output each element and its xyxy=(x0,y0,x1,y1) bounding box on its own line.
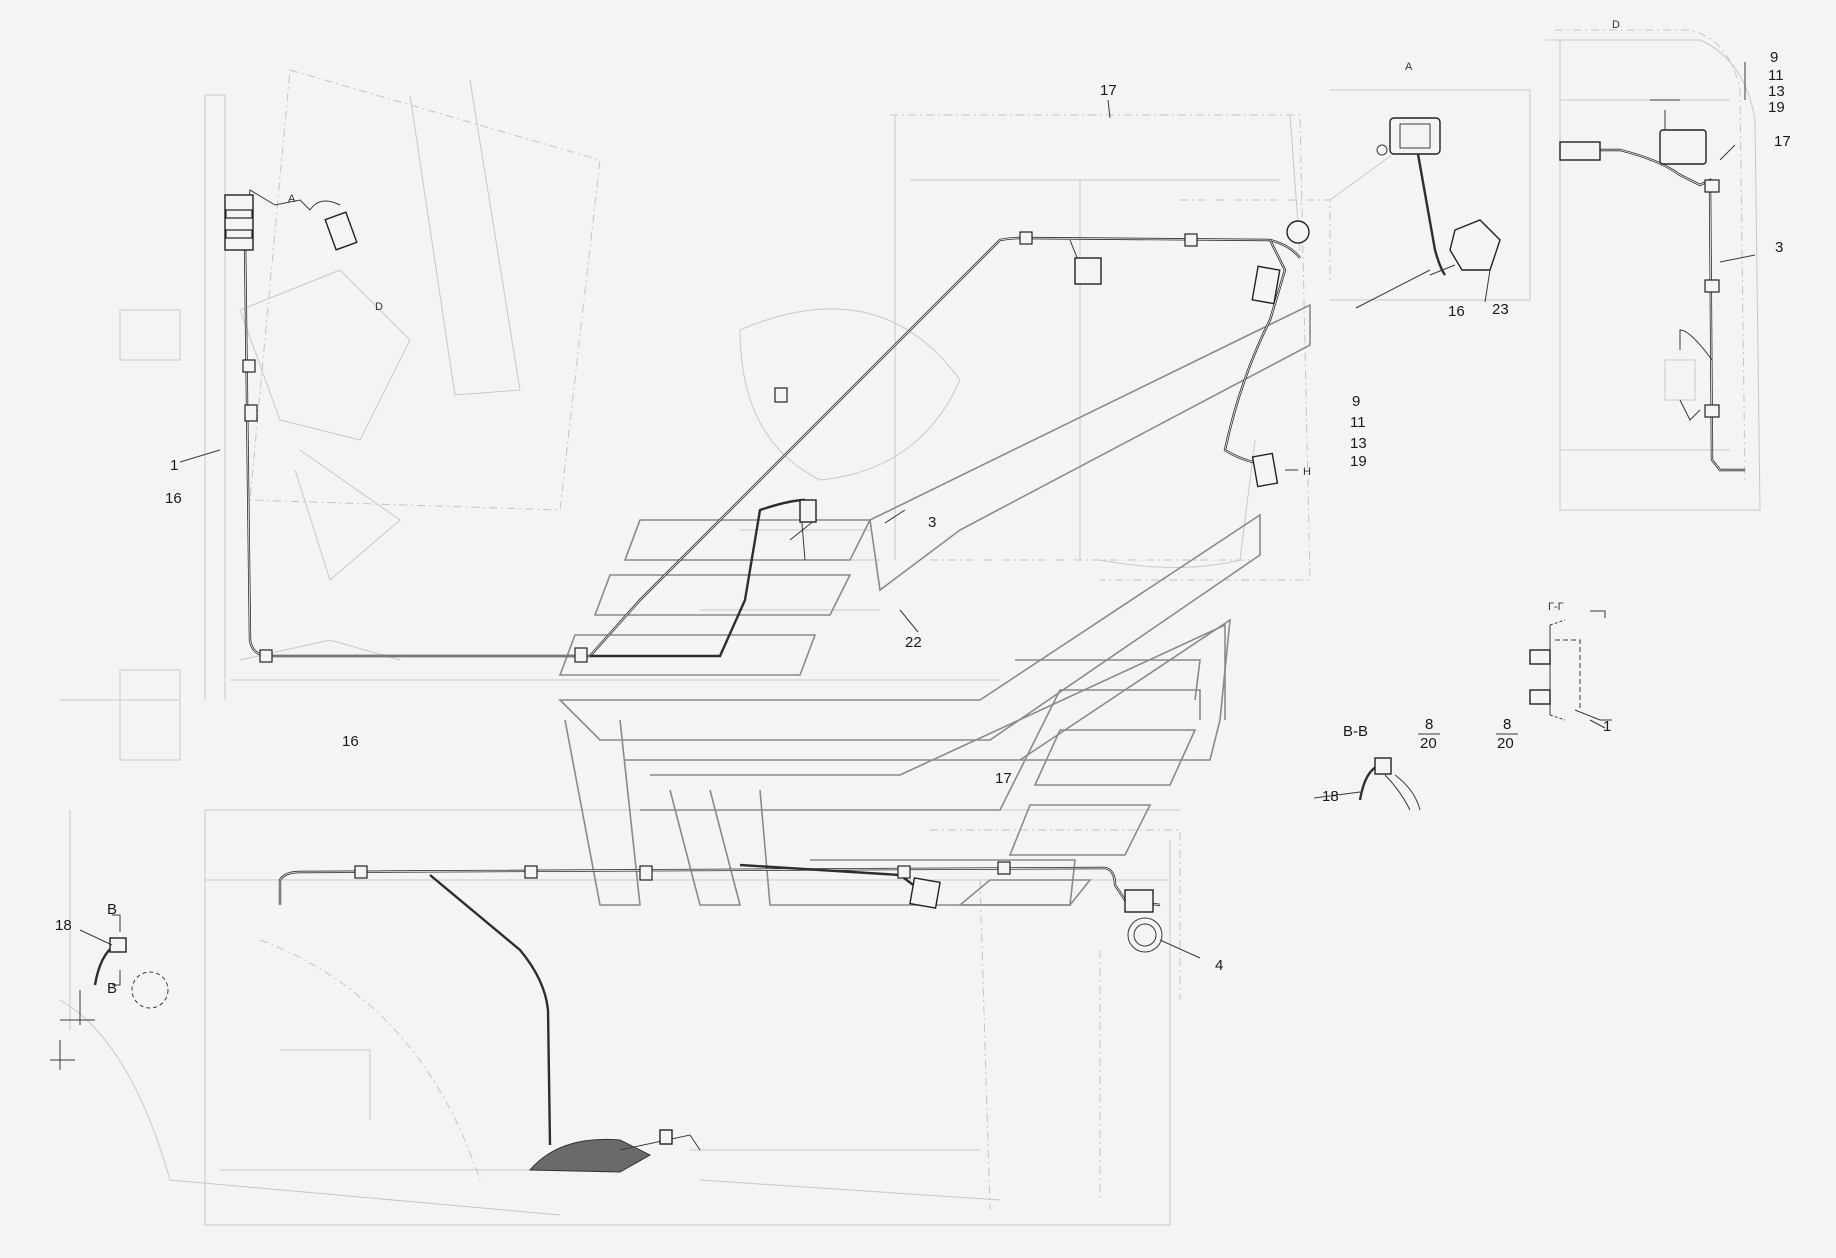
callout-11-right: 11 xyxy=(1350,414,1366,431)
view-A-label-23: 23 xyxy=(1492,301,1509,318)
callout-13-right: 13 xyxy=(1350,435,1367,452)
watermark-logo xyxy=(558,303,1311,906)
section-GG-label-20: 20 xyxy=(1497,735,1514,752)
callout-main-D: D xyxy=(375,301,383,313)
grommet xyxy=(1449,219,1501,271)
section-BB-label-20: 20 xyxy=(1420,735,1437,752)
view-D-label-13: 13 xyxy=(1768,83,1785,100)
upper-harness xyxy=(224,189,1310,663)
connector xyxy=(1251,452,1279,488)
view-D-label-9: 9 xyxy=(1770,49,1778,66)
bracket xyxy=(224,194,254,251)
connector-a xyxy=(1389,117,1441,155)
round-socket xyxy=(1127,917,1163,953)
leader-lines xyxy=(79,62,1756,959)
section-BB-labels: B-B 8 20 18 xyxy=(1322,716,1437,805)
view-D-label-3: 3 xyxy=(1775,239,1783,256)
connector xyxy=(1559,141,1601,161)
callout-16-left: 16 xyxy=(165,490,182,507)
callout-labels: A D 1 16 16 17 3 9 11 13 19 H 22 17 4 18… xyxy=(55,82,1367,997)
connector xyxy=(1659,129,1707,165)
section-BB-label-18: 18 xyxy=(1322,788,1339,805)
lower-harness xyxy=(50,861,1163,1173)
connector xyxy=(324,211,358,251)
callout-9-right: 9 xyxy=(1352,393,1360,410)
callout-19-right: 19 xyxy=(1350,453,1367,470)
connector xyxy=(1124,889,1154,913)
callout-16-bottom: 16 xyxy=(342,733,359,750)
callout-main-A: A xyxy=(288,193,296,205)
view-A-detail xyxy=(1329,89,1531,301)
view-D-label-17: 17 xyxy=(1774,133,1791,150)
callout-B-top: B xyxy=(107,901,117,918)
connector xyxy=(909,877,941,909)
section-GG-labels: Г-Г 8 20 1 xyxy=(1497,601,1611,752)
callout-22: 22 xyxy=(905,634,922,651)
view-D-detail xyxy=(1545,29,1761,511)
view-D-labels: D 9 11 13 19 17 3 xyxy=(1612,19,1791,256)
callout-18-lower: 18 xyxy=(55,917,72,934)
section-GG xyxy=(1529,619,1612,721)
section-BB-label-8: 8 xyxy=(1425,716,1433,733)
section-BB-title: B-B xyxy=(1343,723,1368,740)
callout-4: 4 xyxy=(1215,957,1223,974)
view-D-label-11: 11 xyxy=(1768,67,1784,84)
callout-1: 1 xyxy=(170,457,178,474)
section-GG-label-1: 1 xyxy=(1603,718,1611,735)
callout-3-center: 3 xyxy=(928,514,936,531)
view-D-label-19: 19 xyxy=(1768,99,1785,116)
connector xyxy=(1074,257,1102,285)
view-D-title: D xyxy=(1612,19,1620,31)
section-BB xyxy=(1358,757,1421,811)
section-GG-label-8: 8 xyxy=(1503,716,1511,733)
view-A-labels: A 16 23 xyxy=(1405,61,1509,320)
round-connector xyxy=(1286,220,1310,244)
callout-17-lower: 17 xyxy=(995,770,1012,787)
callout-H: H xyxy=(1303,466,1311,478)
view-A-label-16: 16 xyxy=(1448,303,1465,320)
section-GG-title: Г-Г xyxy=(1548,601,1564,613)
connector xyxy=(1251,265,1281,305)
callout-17-top: 17 xyxy=(1100,82,1117,99)
callout-B-bottom: B xyxy=(107,980,117,997)
view-A-title: A xyxy=(1405,61,1413,73)
